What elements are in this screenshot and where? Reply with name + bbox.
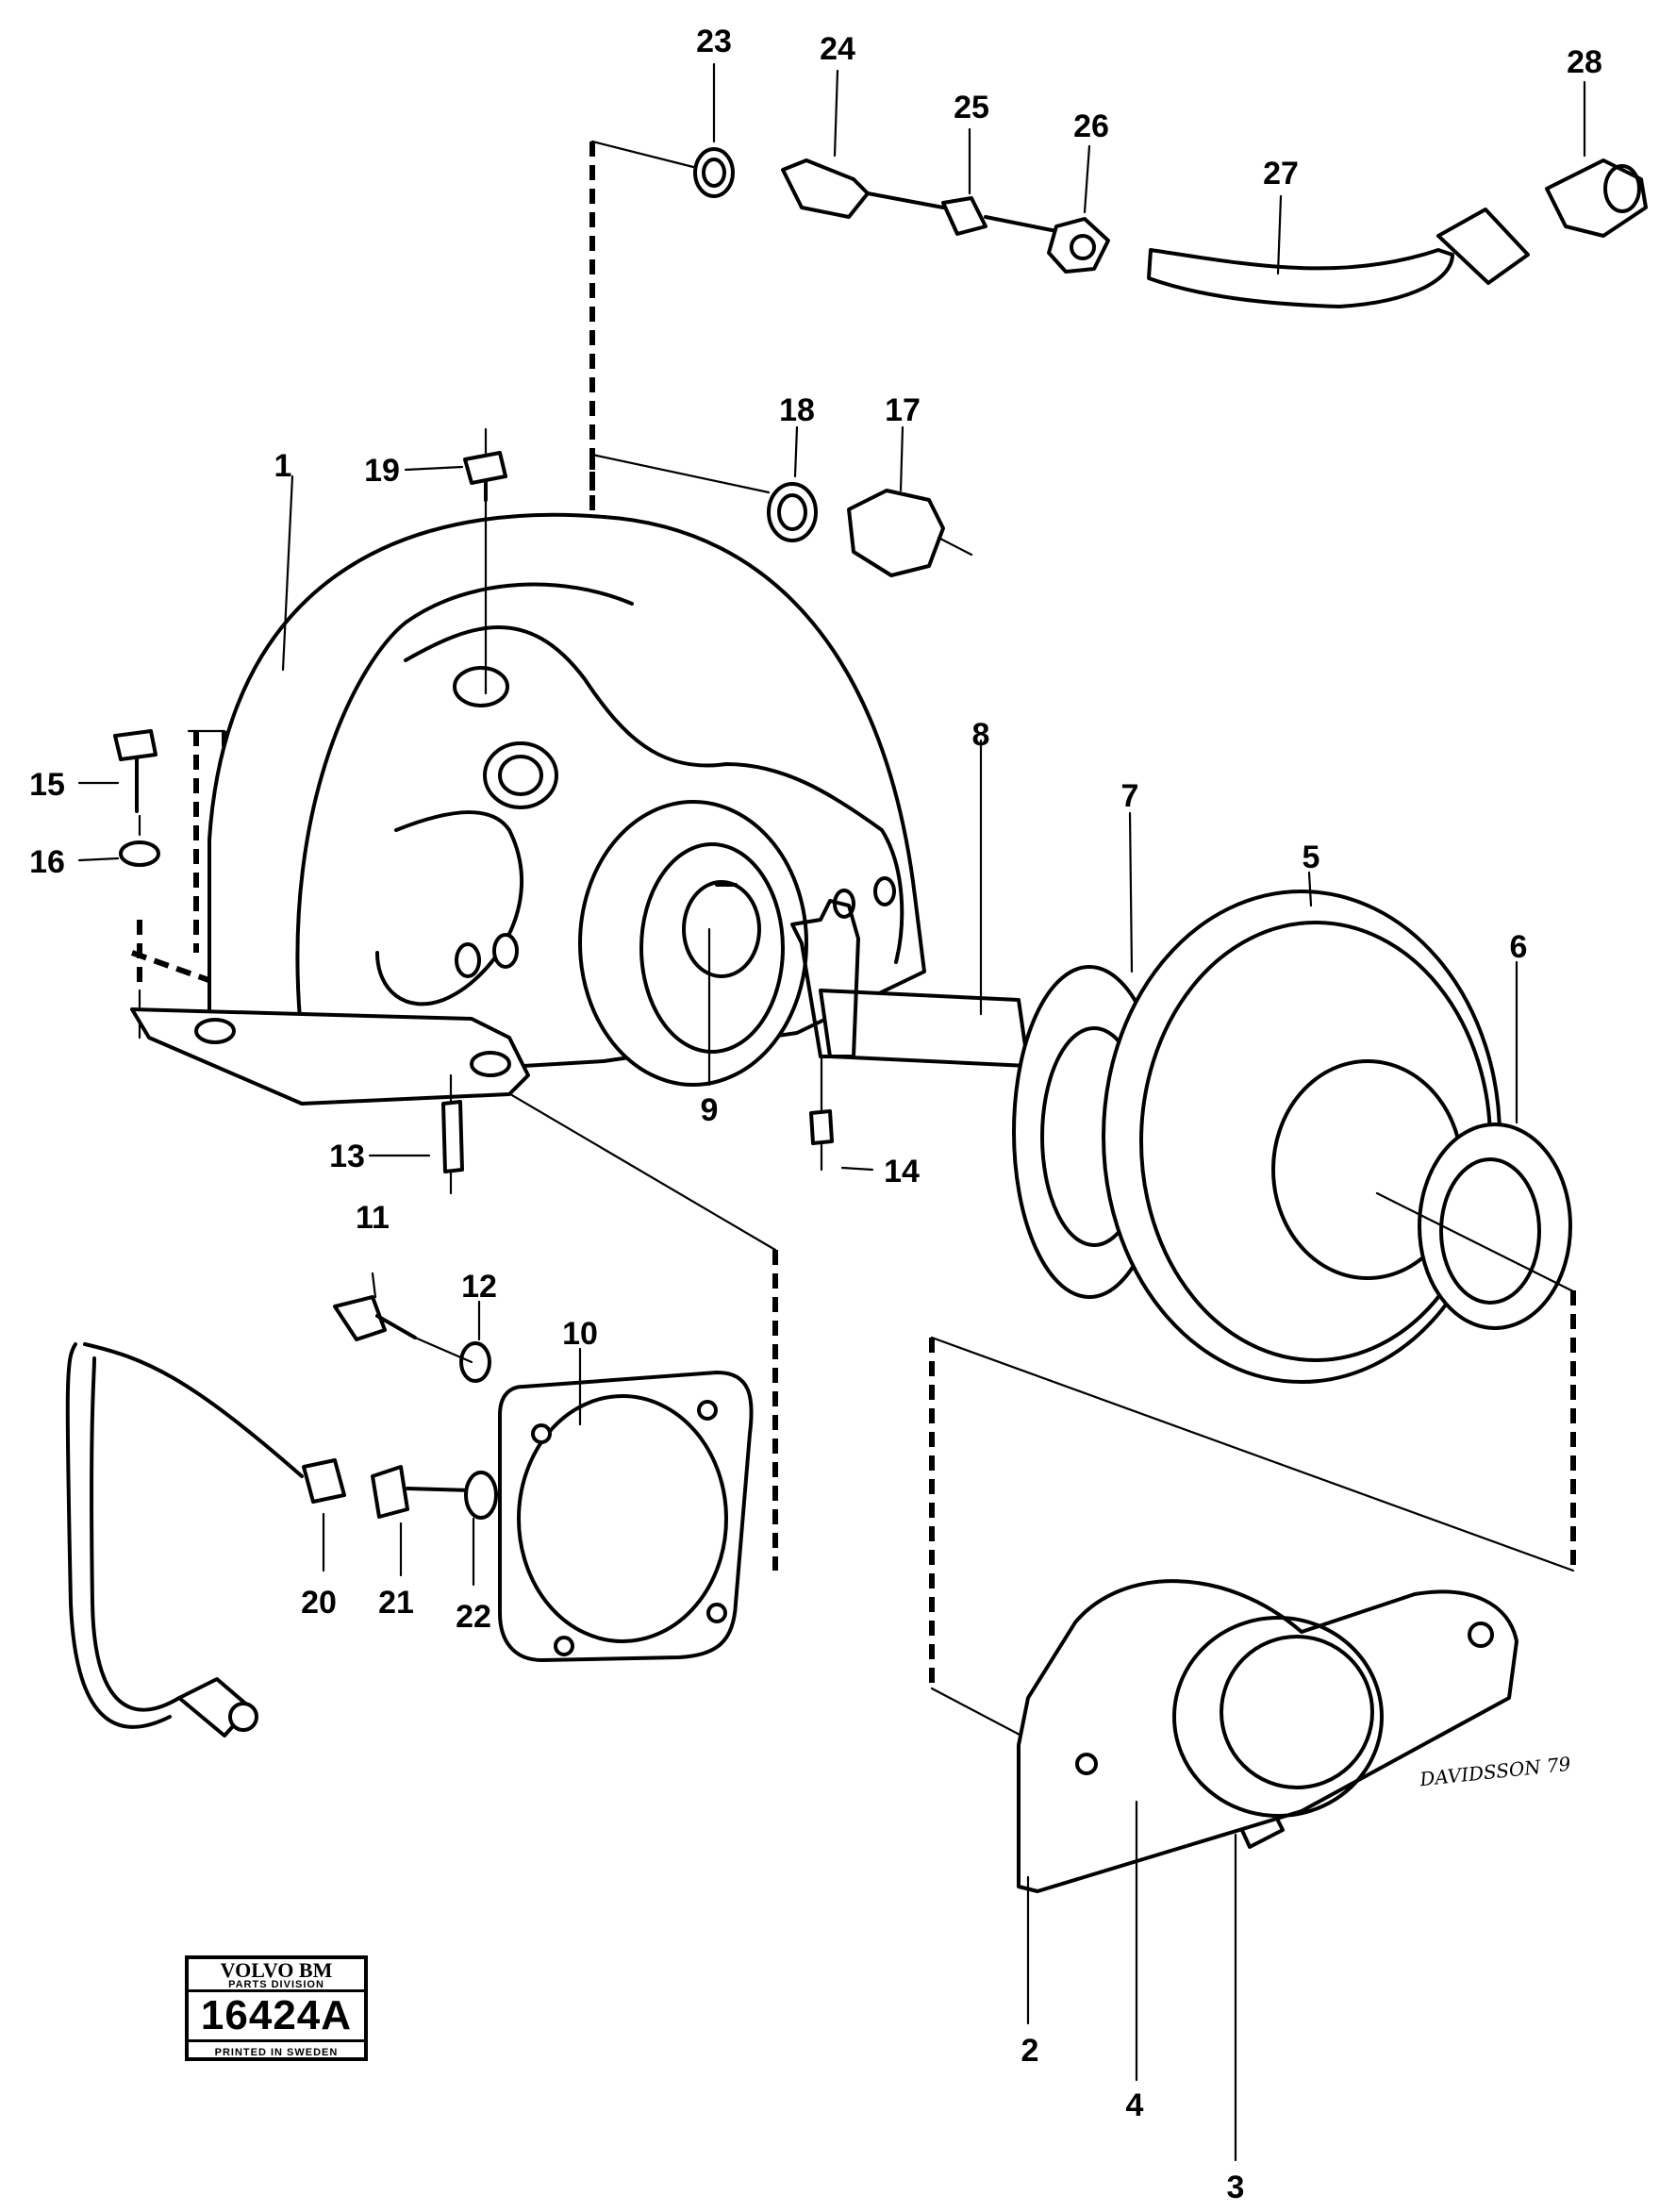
callout-12: 12 xyxy=(461,1269,497,1305)
callout-8: 8 xyxy=(972,717,990,753)
callout-9: 9 xyxy=(701,1092,719,1128)
callout-11: 11 xyxy=(356,1200,390,1236)
callout-17: 17 xyxy=(885,392,921,428)
badge-brand: VOLVO BM xyxy=(220,1958,333,1982)
callout-2: 2 xyxy=(1021,2033,1039,2069)
callout-7: 7 xyxy=(1121,778,1139,814)
callout-22: 22 xyxy=(456,1599,491,1635)
callout-21: 21 xyxy=(378,1585,414,1621)
badge-footer: PRINTED IN SWEDEN xyxy=(214,2047,339,2058)
leader-lines xyxy=(77,62,1586,2162)
callout-4: 4 xyxy=(1126,2087,1144,2123)
callout-28: 28 xyxy=(1567,44,1602,80)
callout-24: 24 xyxy=(820,31,855,67)
callout-15: 15 xyxy=(29,767,65,803)
cover-plate-assembly xyxy=(65,1295,754,1738)
top-fittings xyxy=(463,147,1648,695)
gear-housing xyxy=(130,512,926,1106)
callout-16: 16 xyxy=(29,844,65,880)
badge-division: PARTS DIVISION xyxy=(228,1979,324,1990)
callout-25: 25 xyxy=(954,90,989,125)
callout-labels: 1 2 3 4 5 6 7 8 9 10 11 12 13 14 15 16 1… xyxy=(29,24,1602,2205)
callout-3: 3 xyxy=(1227,2170,1245,2205)
volvo-bm-parts-badge: VOLVO BM PARTS DIVISION 16424A PRINTED I… xyxy=(185,1955,368,2061)
callout-13: 13 xyxy=(329,1139,365,1174)
callout-6: 6 xyxy=(1510,929,1528,965)
callout-14: 14 xyxy=(884,1154,920,1189)
callout-23: 23 xyxy=(696,24,732,59)
callout-20: 20 xyxy=(301,1585,337,1621)
callout-18: 18 xyxy=(779,392,815,428)
callout-27: 27 xyxy=(1263,156,1299,191)
callout-5: 5 xyxy=(1303,840,1320,875)
callout-19: 19 xyxy=(364,453,400,489)
shaft-assembly xyxy=(682,880,1577,1384)
bearing-housing xyxy=(1017,1579,1518,1893)
callout-10: 10 xyxy=(562,1316,598,1352)
callout-1: 1 xyxy=(274,448,292,484)
callout-26: 26 xyxy=(1073,108,1109,144)
badge-part-number: 16424A xyxy=(189,1992,364,2042)
